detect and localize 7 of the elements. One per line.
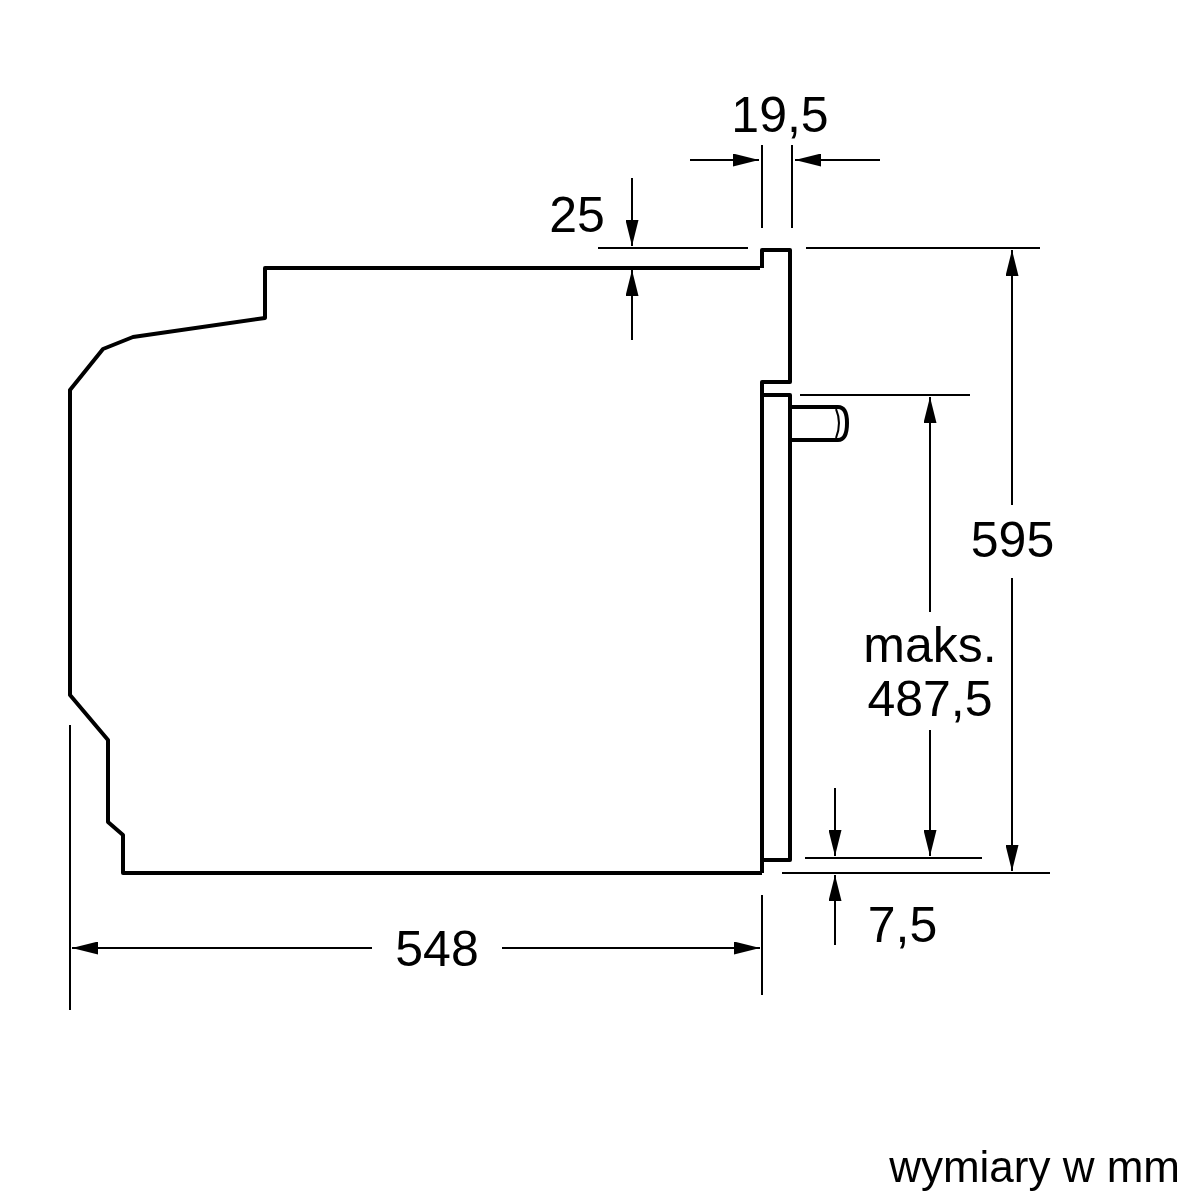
dimension-label: 7,5 [866, 898, 939, 952]
dimension-label: maks. 487,5 [862, 618, 998, 726]
dimension-label: 548 [394, 922, 480, 976]
dimension-label: 25 [548, 188, 606, 242]
units-note: wymiary w mm [888, 1141, 1180, 1193]
dimension-label: 19,5 [730, 88, 830, 142]
dimension-label: 595 [969, 513, 1056, 567]
